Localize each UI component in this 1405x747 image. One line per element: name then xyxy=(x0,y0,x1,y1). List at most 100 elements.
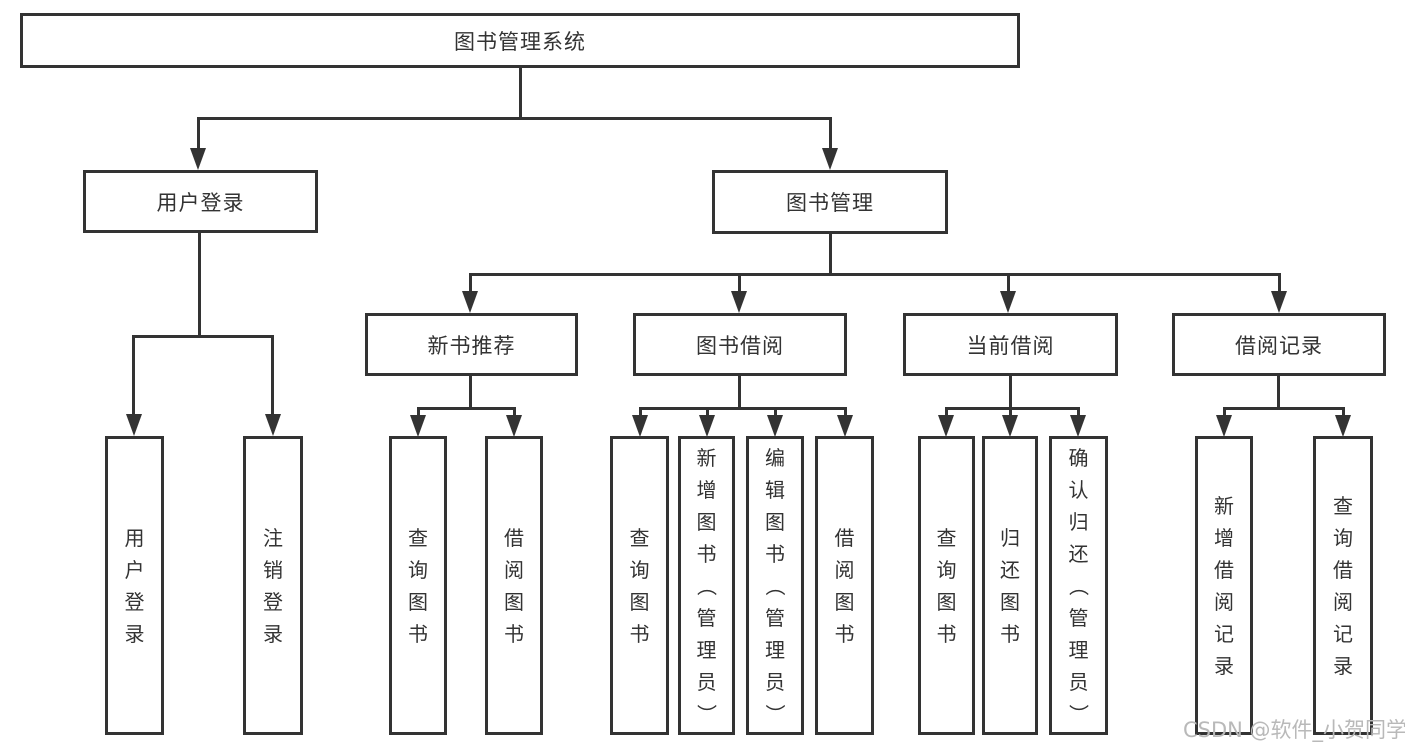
arrow-down-icon xyxy=(767,415,783,437)
vertical-char: 录 xyxy=(1333,653,1353,678)
arrow-down-icon xyxy=(822,148,838,170)
vertical-char: 书 xyxy=(1000,621,1020,646)
vertical-char: 询 xyxy=(408,557,428,582)
node-library-management-system: 图书管理系统 xyxy=(20,13,1020,68)
vertical-char: 图 xyxy=(408,589,428,614)
connector-level3-bar xyxy=(469,273,1281,276)
vertical-char: 管 xyxy=(765,605,785,630)
connector-g2-stem xyxy=(469,376,472,407)
leaf-return-books: 归还图书 xyxy=(982,436,1038,735)
arrow-down-icon xyxy=(462,291,478,313)
connector-level2-left-arm xyxy=(197,117,200,148)
leaf-query-books: 查询图书 xyxy=(918,436,975,735)
vertical-char: 理 xyxy=(696,637,717,662)
connector-level3-arm xyxy=(1007,273,1010,293)
vertical-char: 查 xyxy=(1333,493,1353,518)
connector-g4-bar xyxy=(945,407,1080,410)
vertical-char: （ xyxy=(1066,575,1091,596)
vertical-char: 书 xyxy=(696,541,717,566)
arrow-down-icon xyxy=(126,414,142,436)
vertical-char: 阅 xyxy=(1333,589,1353,614)
connector-g2-arm xyxy=(513,407,516,416)
vertical-char: 询 xyxy=(936,557,957,582)
arrow-down-icon xyxy=(837,415,853,437)
vertical-char: 用 xyxy=(124,525,145,550)
connector-login-stem xyxy=(198,233,201,335)
leaf-logout: 注销登录 xyxy=(243,436,303,735)
leaf-query-books: 查询图书 xyxy=(610,436,669,735)
leaf-add-borrow-record: 新增借阅记录 xyxy=(1195,436,1253,735)
connector-g3-stem xyxy=(738,376,741,407)
vertical-char: 查 xyxy=(936,525,957,550)
arrow-down-icon xyxy=(731,291,747,313)
arrow-down-icon xyxy=(1070,415,1086,437)
vertical-char: 销 xyxy=(263,557,283,582)
vertical-char: 管 xyxy=(1068,605,1089,630)
vertical-char: 书 xyxy=(834,621,855,646)
arrow-down-icon xyxy=(632,415,648,437)
connector-g5-arm xyxy=(1342,407,1345,416)
vertical-char: 还 xyxy=(1000,557,1020,582)
vertical-char: 增 xyxy=(1214,525,1234,550)
vertical-char: 图 xyxy=(504,589,524,614)
vertical-char: 归 xyxy=(1000,525,1020,550)
leaf-query-borrow-record: 查询借阅记录 xyxy=(1313,436,1373,735)
vertical-char: 理 xyxy=(765,637,785,662)
vertical-char: 图 xyxy=(765,509,785,534)
arrow-down-icon xyxy=(1216,415,1232,437)
vertical-char: 阅 xyxy=(504,557,524,582)
connector-g4-arm xyxy=(945,407,948,416)
connector-g4-stem xyxy=(1009,376,1012,407)
vertical-char: 确 xyxy=(1068,445,1089,470)
connector-login-arm xyxy=(132,335,135,414)
arrow-down-icon xyxy=(1335,415,1351,437)
vertical-char: （ xyxy=(694,575,719,596)
leaf-query-books: 查询图书 xyxy=(389,436,447,735)
vertical-char: 录 xyxy=(263,621,283,646)
csdn-watermark: CSDN @软件_小贺同学 xyxy=(1183,718,1405,742)
node-book-management: 图书管理 xyxy=(712,170,948,234)
vertical-char: 询 xyxy=(1333,525,1353,550)
leaf-borrow-books: 借阅图书 xyxy=(485,436,543,735)
connector-login-arm xyxy=(271,335,274,414)
vertical-char: 辑 xyxy=(765,477,785,502)
vertical-char: 查 xyxy=(629,525,650,550)
vertical-char: 记 xyxy=(1333,621,1353,646)
node-borrow-records: 借阅记录 xyxy=(1172,313,1386,376)
vertical-char: 借 xyxy=(1333,557,1353,582)
connector-g5-bar xyxy=(1223,407,1345,410)
vertical-char: 图 xyxy=(629,589,650,614)
arrow-down-icon xyxy=(506,415,522,437)
connector-g2-arm xyxy=(417,407,420,416)
connector-g2-bar xyxy=(417,407,516,410)
vertical-char: 图 xyxy=(696,509,717,534)
connector-g4-arm xyxy=(1009,407,1012,416)
vertical-char: 新 xyxy=(696,445,717,470)
vertical-char: 借 xyxy=(1214,557,1234,582)
vertical-char: 书 xyxy=(504,621,524,646)
vertical-char: 增 xyxy=(696,477,717,502)
node-new-book-recommend: 新书推荐 xyxy=(365,313,578,376)
vertical-char: 录 xyxy=(124,621,145,646)
arrow-down-icon xyxy=(1271,291,1287,313)
arrow-down-icon xyxy=(1000,291,1016,313)
vertical-char: 员 xyxy=(1068,669,1089,694)
connector-g3-arm xyxy=(706,407,709,416)
vertical-char: 图 xyxy=(936,589,957,614)
vertical-char: 录 xyxy=(1214,653,1234,678)
vertical-char: ） xyxy=(1066,703,1091,724)
vertical-char: 编 xyxy=(765,445,785,470)
vertical-char: 记 xyxy=(1214,621,1234,646)
leaf-borrow-books: 借阅图书 xyxy=(815,436,874,735)
vertical-char: ） xyxy=(763,703,787,724)
connector-manage-stem xyxy=(829,234,832,273)
node-user-login: 用户登录 xyxy=(83,170,318,233)
vertical-char: 注 xyxy=(263,525,283,550)
connector-level3-arm xyxy=(738,273,741,293)
connector-g4-arm xyxy=(1077,407,1080,416)
connector-g5-stem xyxy=(1277,376,1280,407)
node-current-borrow: 当前借阅 xyxy=(903,313,1118,376)
vertical-char: 新 xyxy=(1214,493,1234,518)
vertical-char: 查 xyxy=(408,525,428,550)
vertical-char: 归 xyxy=(1068,509,1089,534)
